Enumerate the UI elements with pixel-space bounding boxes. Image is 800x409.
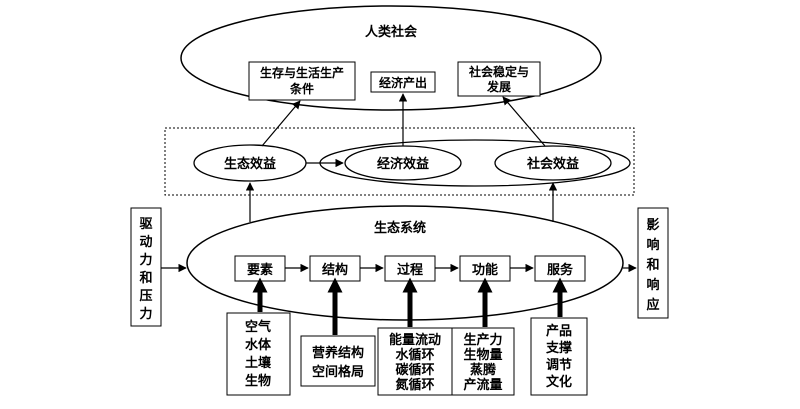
ecological-benefit-label: 生态效益: [224, 156, 276, 172]
input-box-elements: [226, 312, 291, 396]
input-function-line-3: 蒸腾: [470, 362, 497, 378]
chain-label-elements: 要素: [247, 262, 273, 278]
input-function-line-2: 生物量: [463, 347, 502, 363]
social-benefit-ellipse: [494, 145, 612, 181]
human-society-ellipse: [180, 5, 602, 111]
input-box-function: [451, 327, 515, 396]
input-service-line-3: 调节: [546, 357, 572, 373]
driver-char-3: 力: [139, 252, 152, 268]
ecosystem-title: 生态系统: [374, 220, 426, 236]
input-service-line-2: 支撑: [545, 340, 572, 356]
input-function-line-4: 产流量: [463, 377, 502, 393]
input-process-line-3: 碳循环: [395, 362, 434, 378]
chain-label-process: 过程: [397, 262, 423, 278]
economic-output-box: [370, 71, 436, 93]
living-conditions-line-2: 条件: [289, 81, 314, 96]
chain-label-service: 服务: [547, 262, 574, 278]
chain-box-service: [534, 255, 586, 282]
human-society-title: 人类社会: [365, 24, 418, 40]
impact-box: [637, 207, 669, 319]
impact-char-1: 影: [646, 217, 659, 233]
impact-char-2: 响: [646, 237, 659, 253]
chain-box-elements: [234, 255, 286, 282]
chain-label-structure: 结构: [322, 262, 348, 278]
input-box-structure: [300, 335, 376, 387]
driver-char-2: 动: [139, 235, 152, 250]
social-stability-line-2: 发展: [486, 79, 511, 94]
input-process-line-2: 水循环: [395, 347, 434, 363]
driver-char-5: 压: [139, 289, 152, 304]
impact-char-3: 和: [646, 257, 659, 273]
input-service-line-1: 产品: [546, 323, 572, 339]
input-elements-line-2: 水体: [245, 337, 272, 353]
input-function-line-1: 生产力: [463, 332, 502, 348]
chain-label-function: 功能: [472, 262, 498, 278]
input-process-line-1: 能量流动: [389, 332, 441, 348]
social-to-stability-arrow: [502, 96, 546, 147]
economic-benefit-label: 经济效益: [377, 156, 429, 172]
social-benefit-label: 社会效益: [526, 156, 579, 172]
driver-char-1: 驱: [139, 217, 152, 232]
input-structure-line-1: 营养结构: [312, 345, 364, 361]
input-process-line-4: 氮循环: [395, 377, 434, 393]
input-elements-line-1: 空气: [245, 319, 271, 335]
impact-char-4: 响: [646, 277, 659, 293]
living-conditions-box: [248, 61, 356, 101]
living-conditions-line-1: 生存与生活生产: [260, 65, 344, 80]
ecosystem-ellipse: [186, 205, 624, 321]
driver-char-6: 力: [139, 306, 152, 322]
input-service-line-4: 文化: [546, 374, 572, 390]
driver-char-4: 和: [139, 270, 152, 286]
economic-output-label: 经济产出: [379, 75, 427, 90]
input-structure-line-2: 空间格局: [312, 364, 364, 380]
ecological-to-living-arrow: [261, 100, 301, 147]
input-box-service: [530, 317, 588, 396]
driver-box: [130, 207, 162, 327]
social-stability-line-1: 社会稳定与: [468, 64, 529, 79]
social-stability-box: [457, 61, 541, 97]
input-elements-line-3: 土壤: [245, 355, 272, 371]
input-box-process: [377, 327, 453, 396]
input-elements-line-4: 生物: [245, 373, 271, 389]
impact-char-5: 应: [646, 297, 659, 313]
